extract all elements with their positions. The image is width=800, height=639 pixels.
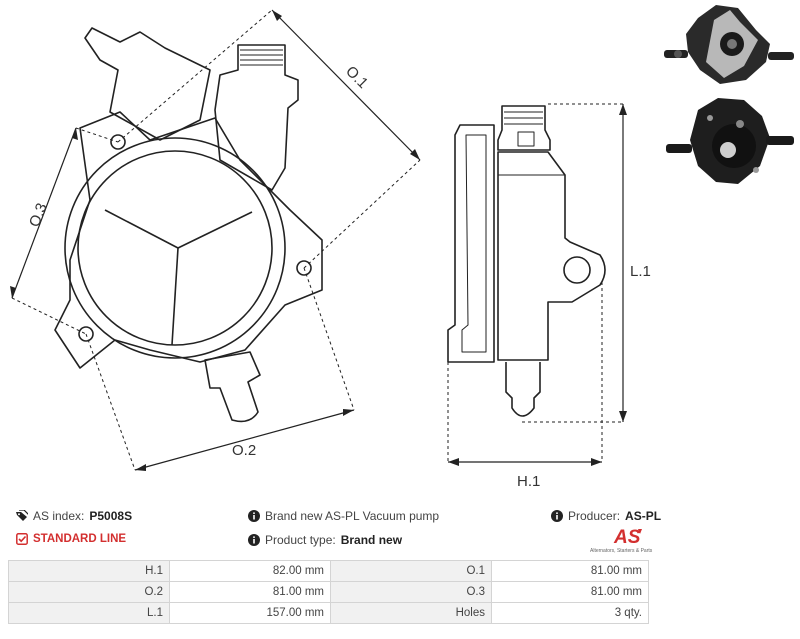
table-cell-label: L.1: [8, 602, 170, 624]
product-type-label: Product type:: [265, 533, 336, 547]
table-cell-label: O.3: [330, 581, 492, 603]
table-cell-value: 81.00 mm: [491, 560, 649, 582]
flange-outline: [54, 111, 323, 369]
as-index-info: AS index: P5008S: [16, 509, 132, 523]
dim-label-h1: H.1: [517, 473, 540, 490]
logo-tagline: Alternators, Starters & Parts: [590, 548, 653, 554]
table-cell-label: H.1: [8, 560, 170, 582]
table-cell-value: 3 qty.: [491, 602, 649, 624]
hose-barb-top: [84, 27, 211, 141]
info-icon: [248, 510, 260, 522]
specification-table: H.1 82.00 mm O.1 81.00 mm O.2 81.00 mm O…: [8, 560, 649, 624]
table-row: H.1 82.00 mm O.1 81.00 mm: [8, 560, 649, 582]
table-cell-value: 81.00 mm: [491, 581, 649, 603]
info-icon: [248, 534, 260, 546]
checkbox-icon: [16, 533, 28, 545]
dim-label-l1: L.1: [630, 263, 651, 280]
side-view-body: [497, 151, 606, 361]
table-cell-value: 157.00 mm: [169, 602, 331, 624]
table-cell-label: O.2: [8, 581, 170, 603]
producer-label: Producer:: [568, 509, 621, 523]
as-index-value: P5008S: [89, 509, 133, 523]
table-cell-value: 82.00 mm: [169, 560, 331, 582]
product-photo-top: [664, 5, 794, 84]
side-view-outlet: [505, 362, 541, 417]
technical-drawing: O.3 O.2 O.1 L.1 H.1: [10, 9, 651, 490]
as-pl-logo: AS Alternators, Starters & Parts: [590, 527, 653, 554]
table-cell-label: O.1: [330, 560, 492, 582]
brand-new-text: Brand new AS-PL Vacuum pump: [265, 509, 440, 523]
standard-line-label: STANDARD LINE: [33, 533, 127, 545]
table-row: O.2 81.00 mm O.3 81.00 mm: [8, 581, 649, 603]
dim-label-o1: O.1: [342, 63, 371, 92]
logo-text: AS: [613, 527, 641, 548]
bottom-outlet: [204, 351, 261, 423]
product-type-info: Product type: Brand new: [248, 533, 402, 547]
side-view-thread: [497, 105, 551, 151]
side-view-flange: [447, 124, 495, 363]
standard-line-info: STANDARD LINE: [16, 533, 126, 545]
info-icon: [551, 510, 563, 522]
as-index-label: AS index:: [33, 509, 85, 523]
producer-value: AS-PL: [625, 509, 662, 523]
dim-label-o2: O.2: [232, 442, 256, 459]
threaded-port: [214, 44, 299, 191]
product-photos: [664, 5, 794, 184]
producer-info: Producer: AS-PL: [551, 509, 661, 523]
product-type-value: Brand new: [340, 533, 403, 547]
product-photo-bottom: [666, 98, 794, 184]
brand-new-info: Brand new AS-PL Vacuum pump: [248, 509, 439, 523]
table-cell-value: 81.00 mm: [169, 581, 331, 603]
table-row: L.1 157.00 mm Holes 3 qty.: [8, 602, 649, 624]
table-cell-label: Holes: [330, 602, 492, 624]
tag-icon: [16, 510, 28, 521]
